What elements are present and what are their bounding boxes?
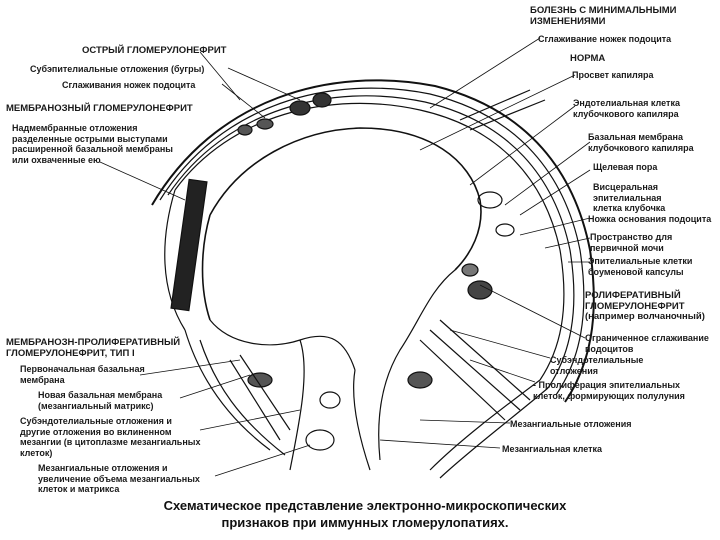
leader-primary-basal: [139, 359, 241, 376]
mesangium-right: [353, 369, 371, 471]
label-acute-gn: ОСТРЫЙ ГЛОМЕРУЛОНЕФРИТ: [82, 45, 227, 56]
label-norm: НОРМА: [570, 53, 606, 64]
left-wall: [201, 214, 211, 321]
label-visceral: Висцеральная эпителиальная клетка клубоч…: [593, 182, 666, 213]
cell-9: [305, 429, 335, 451]
hatch-4: [229, 359, 281, 441]
hatch-2: [439, 319, 531, 401]
label-foot-smoothings: Сглаживания ножек подоцита: [62, 80, 196, 90]
label-bowman: Эпителиальные клетки боуменовой капсулы: [588, 256, 693, 277]
figure-caption: Схематическое представление электронно-м…: [163, 498, 567, 530]
leader-smoothings: [221, 83, 266, 119]
hatch-3: [419, 339, 506, 421]
label-slit-pore: Щелевая пора: [593, 162, 658, 172]
label-foot-smoothing: Сглаживание ножек подоцита: [538, 34, 672, 44]
leader-podocyte-leg: [519, 217, 591, 236]
cell-6: [495, 223, 515, 237]
mesangium-left: [289, 339, 305, 471]
cell-2: [312, 92, 332, 108]
hatch-1: [429, 329, 521, 411]
label-mesangial-increase: Мезангиальные отложения и увеличение объ…: [38, 463, 200, 494]
leader-subepi: [227, 67, 301, 101]
leader-primary-urine: [544, 237, 591, 249]
outer-wall-1: [174, 102, 565, 381]
label-epithelial-prolif: - Пролиферация эпителиальных клеток, фор…: [533, 380, 685, 401]
leader-limited: [479, 284, 586, 339]
lower-left-outer-2: [199, 339, 286, 456]
lower-right-outer: [429, 379, 541, 471]
label-new-basal: Новая базальная мембрана (мезангиальный …: [38, 390, 163, 411]
leader-subendo-other: [199, 409, 301, 431]
hatch-7: [469, 99, 546, 131]
outer-wall-2: [167, 95, 575, 389]
label-limited-smoothing: Ограниченное сглаживание подоцитов: [585, 333, 709, 354]
cell-7: [467, 280, 493, 300]
label-subendothelial: Субэндотелиальные отложения: [550, 355, 644, 376]
leader-prolif: [469, 359, 536, 383]
leader-mesang-cell: [379, 439, 501, 449]
label-mesangial-cell: Мезангиальная клетка: [502, 444, 603, 454]
label-mesangial-deposits: Мезангиальные отложения: [510, 419, 632, 429]
label-supramembrane: Надмембранные отложения разделенные остр…: [12, 123, 173, 165]
label-subepithelial: Субэпителиальные отложения (бугры): [30, 64, 205, 74]
lower-right-outer-2: [439, 387, 549, 479]
leader-endothelial: [469, 105, 576, 186]
leader-slit: [519, 169, 591, 216]
label-mpgn: МЕМБРАНОЗН-ПРОЛИФЕРАТИВНЫЙ ГЛОМЕРУЛОНЕФР…: [6, 337, 181, 359]
left-wall-outer: [164, 189, 186, 331]
label-primary-urine: Пространство для первичной мочи: [590, 232, 673, 253]
leader-mesang-increase: [214, 444, 311, 477]
lower-left-wall: [209, 319, 356, 371]
dark-deposit-band: [170, 178, 208, 312]
leader-acute: [199, 51, 241, 101]
label-membranous: МЕМБРАНОЗНЫЙ ГЛОМЕРУЛОНЕФРИТ: [6, 103, 193, 114]
cell-12: [407, 371, 433, 389]
leader-capillary-lumen: [419, 74, 576, 151]
label-proliferative: РОЛИФЕРАТИВНЫЙ ГЛОМЕРУЛОНЕФРИТ (например…: [585, 290, 705, 322]
label-capillary-lumen: Просвет капиляра: [572, 70, 654, 80]
label-podocyte-leg: Ножка основания подоцита: [588, 214, 712, 224]
label-endothelial: Эндотелиальная клетка клубочкового капил…: [573, 98, 680, 119]
leader-subendo: [449, 329, 551, 359]
outer-wall-4: [151, 79, 595, 403]
leader-new-basal: [179, 374, 251, 399]
hatch-6: [459, 89, 531, 121]
cell-3: [237, 124, 253, 136]
cell-8: [461, 263, 479, 277]
cell-5: [477, 191, 503, 209]
label-subendo-other: Субэндотелиальные отложения и другие отл…: [20, 416, 201, 458]
label-primary-basal: Первоначальная базальная мембрана: [20, 364, 145, 385]
leader-mesang-dep: [419, 419, 511, 424]
cell-4: [256, 118, 274, 130]
label-minimal-change: БОЛЕЗНЬ С МИНИМАЛЬНЫМИ ИЗМЕНЕНИЯМИ: [530, 5, 677, 27]
outer-wall-3: [159, 87, 585, 396]
leader-basal: [504, 141, 591, 206]
cell-1: [289, 100, 311, 116]
lumen-boundary: [209, 127, 482, 271]
label-basal-membrane: Базальная мембрана клубочкового капиляра: [588, 132, 694, 153]
hatch-5: [239, 354, 291, 431]
cell-10: [319, 391, 341, 409]
lower-left-outer: [184, 329, 271, 451]
leader-foot-smoothing: [429, 37, 541, 109]
lower-right-wall: [378, 269, 456, 461]
leader-supramembrane: [99, 161, 186, 201]
